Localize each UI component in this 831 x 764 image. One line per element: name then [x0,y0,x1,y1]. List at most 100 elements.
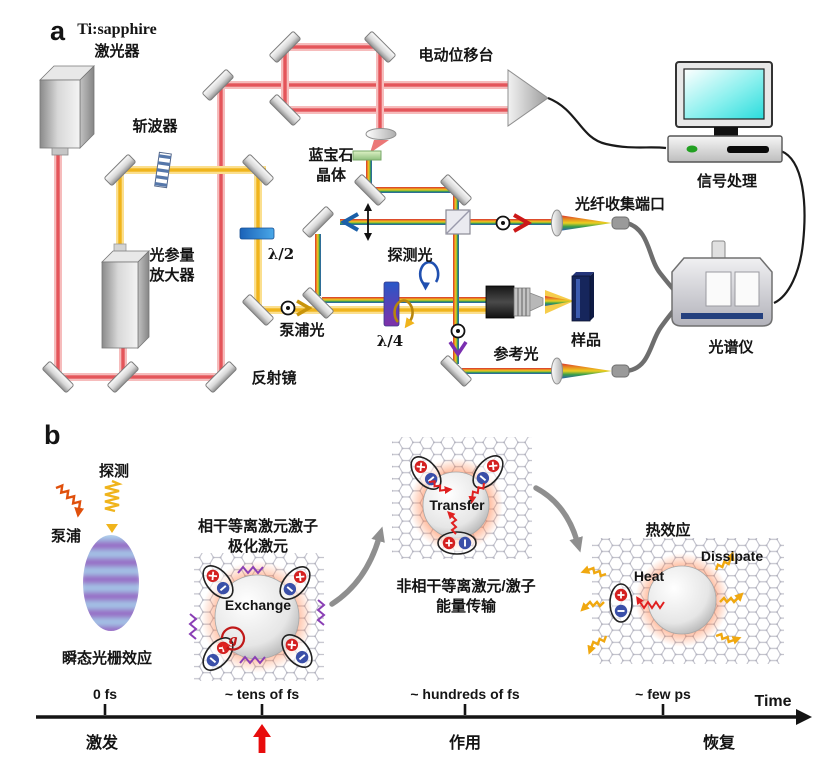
drive-slot [727,146,769,153]
delay-stage-label: 电动位移台 [418,46,493,64]
spectrometer-box [671,240,773,327]
sample-slab [571,272,594,322]
panel-a: a [39,16,806,394]
transfer-wave-arrows [428,480,485,535]
probe-direction-arrow [339,212,359,232]
transient-grating-label: 瞬态光栅效应 [62,649,152,667]
lens-icon [365,128,397,140]
opa-box [101,243,150,349]
reference-beam-label: 参考光 [493,345,538,363]
dissipate-label: Dissipate [701,548,763,564]
focus-cones [370,140,612,379]
opa-label-line2: 放大器 [148,266,195,284]
sapphire-crystal [352,150,382,161]
whitelight-beam-paths [315,160,554,374]
fiber-connector [611,216,630,378]
fiber-cable [624,220,679,295]
probe-pulse-icon [104,479,123,533]
stage-computer-cable [547,96,667,150]
polarization-symbols [280,203,533,358]
pol-out-of-plane-icon [450,323,466,339]
timeline: 0 fs ~ tens of fs ~ hundreds of fs ~ few… [36,686,812,753]
red-beam-paths [54,43,515,381]
beamsplitter-cube [445,209,471,235]
pump-pulse-icon [55,483,85,518]
pol-vertical-icon [364,203,372,241]
quarter-wave-label: λ/4 [377,332,403,350]
half-wave-label: λ/2 [268,245,294,263]
fiber-cable [624,304,680,374]
timeline-tick-0: 0 fs [93,686,117,702]
panel-b-tag: b [44,420,61,450]
phase-interaction-label: 作用 [449,733,481,752]
opa-label-line1: 光参量 [148,246,194,264]
probe-beam-label: 探测光 [387,246,432,264]
pol-out-of-plane-icon [495,215,511,231]
exciton-coupling-waves [188,565,326,665]
nanoparticle-sphere [647,565,717,635]
g-factor-label: g [228,633,237,648]
spectrometer-label: 光谱仪 [707,338,754,356]
pump-direction-arrow [296,299,313,317]
phase-recovery-label: 恢复 [703,733,736,752]
current-time-arrow [253,724,271,753]
yellow-beam-paths [116,166,494,314]
timeline-tick-1: ~ tens of fs [225,686,300,702]
panel-a-tag: a [50,16,66,46]
timeline-arrowhead [796,709,812,725]
signal-direction-arrow [513,213,533,233]
sapphire-label-line1: 蓝宝石 [308,146,353,164]
pump-label: 泵浦 [51,527,81,545]
coherent-label-line2: 极化激元 [228,537,288,555]
signal-processing-label: 信号处理 [697,172,757,190]
mirror-label: 反射镜 [251,369,296,387]
panel-b: b [36,420,812,753]
phase-excitation-label: 激发 [86,733,119,752]
monitor-screen [683,68,765,120]
circular-pol-blue-tip [421,282,430,291]
transfer-stage: Transfer [392,437,532,559]
reference-direction-arrow [448,341,468,358]
circular-pol-blue-icon [418,260,440,285]
incoherent-label-line1: 非相干等离激元/激子 [396,577,535,595]
lens-icon [551,357,563,385]
heat-stage: Heat Dissipate [580,538,784,664]
laser-label-line1: Ti:sapphire [77,21,156,38]
computer [667,61,783,163]
chopper-label: 斩波器 [132,117,178,135]
dissipate-wave-arrows [580,551,744,655]
timeline-axis-label: Time [754,693,791,710]
laser-label-line2: 激光器 [94,42,140,60]
tisapphire-laser [39,65,95,156]
fiber-port-label: 光纤收集端口 [574,195,665,213]
stage-arrow-2 [533,485,583,553]
power-led [686,145,698,153]
transfer-label: Transfer [429,497,485,513]
heat-wave-arrow [636,596,665,610]
exciton-pair-icon [609,583,633,623]
timeline-tick-2: ~ hundreds of fs [410,686,520,702]
exciton-pair-icon [437,531,477,555]
coherent-label-line1: 相干等离激元激子 [198,517,318,535]
exchange-label: Exchange [225,597,291,613]
heat-label: Heat [634,568,665,584]
pol-out-of-plane-icon [280,300,296,316]
lens-icon [551,209,563,237]
sample-label: 样品 [571,331,601,349]
thermal-effect-label: 热效应 [645,521,690,539]
computer-spectrometer-cable [773,149,806,304]
sapphire-label-line2: 晶体 [316,166,347,184]
chopper-wheel [154,151,172,189]
probe-label: 探测 [99,462,129,480]
pump-beam-label: 泵浦光 [279,321,324,339]
retroreflector [507,69,549,127]
transient-grating-icon [83,535,139,631]
circular-pol-gold-icon [393,299,415,329]
exchange-stage: Exchange g [188,553,326,681]
timeline-tick-3: ~ few ps [635,686,691,702]
g-factor-loop-icon [220,626,246,651]
incoherent-label-line2: 能量传输 [436,597,497,615]
objective-lens [485,285,544,319]
